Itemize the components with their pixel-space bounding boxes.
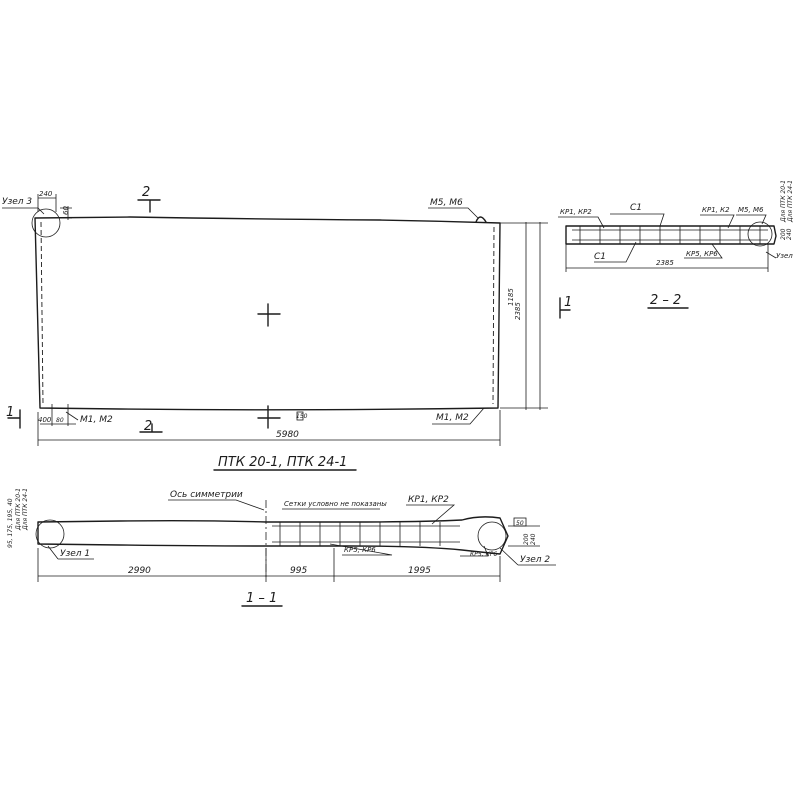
section-2-2-node-circle bbox=[747, 221, 773, 247]
section-1-1-stirrups bbox=[279, 522, 441, 546]
loops-m5-m6: М5, М6 bbox=[430, 198, 463, 208]
s11-left-note-1: Для ПТК 20-1 bbox=[15, 488, 22, 531]
s11-node1: Узел 1 bbox=[60, 549, 90, 559]
node2-circle bbox=[477, 521, 507, 551]
s22-c1-bottom: С1 bbox=[594, 252, 606, 262]
s22-dim-200: 200 bbox=[780, 228, 787, 240]
s11-mesh-note: Сетки условно не показаны bbox=[284, 500, 387, 508]
s22-dim-2385: 2385 bbox=[656, 259, 674, 267]
s22-note-2: Для ПТК 24-1 bbox=[787, 180, 794, 223]
s11-axis: Ось симметрии bbox=[170, 490, 243, 500]
s22-c1-top-leader bbox=[610, 213, 665, 227]
cut-1-right-mark bbox=[559, 297, 571, 319]
s11-kr12: КР1, КР2 bbox=[408, 495, 449, 505]
slab-outline bbox=[34, 216, 501, 411]
s22-m56-leader bbox=[736, 214, 767, 225]
dim-80: 80 bbox=[56, 417, 64, 424]
s22-c1-bottom-leader bbox=[594, 241, 637, 263]
s11-box-label: 50 bbox=[516, 520, 524, 527]
dim-400: 400 bbox=[38, 416, 52, 424]
loops-m1-m2-left: М1, М2 bbox=[80, 415, 113, 425]
loops-m5-leader bbox=[428, 207, 479, 219]
s11-dim-1995: 1995 bbox=[408, 566, 431, 576]
center-mark bbox=[257, 303, 281, 327]
dim-mid-small: 150 bbox=[296, 413, 308, 420]
s11-axis-leader bbox=[168, 499, 265, 511]
s11-dim-200: 200 bbox=[523, 533, 530, 545]
s11-left-dims: 95, 175, 195, 40 bbox=[7, 498, 14, 548]
s22-dim-line bbox=[565, 244, 769, 272]
dim-400-lines bbox=[40, 404, 76, 426]
cut-1-left-mark bbox=[7, 409, 21, 429]
section-1-1-rebar bbox=[272, 525, 460, 543]
cut-2-top: 2 bbox=[142, 185, 150, 200]
s11-node2-leader bbox=[499, 547, 556, 566]
s11-dim-240: 240 bbox=[530, 533, 537, 545]
section-2-2-stirrups bbox=[579, 226, 761, 244]
s11-kr56: КР5, КР6 bbox=[344, 546, 376, 554]
cut-2-bottom: 2 bbox=[144, 419, 152, 434]
s11-right-dim-lines bbox=[508, 525, 540, 547]
s11-dim-2990: 2990 bbox=[128, 566, 151, 576]
cut-2-bottom-mark bbox=[139, 423, 163, 433]
section-2-2: КР1, КР2 С1 КР1, К2 М5, М6 С1 КР5, КР6 2… bbox=[558, 180, 794, 309]
node3-label: Узел 3 bbox=[2, 197, 32, 207]
dim-60: 60 bbox=[62, 206, 70, 215]
s22-kr12: КР1, КР2 bbox=[560, 208, 592, 216]
slab-edge-left bbox=[40, 221, 44, 405]
s11-kr56-b-leader bbox=[460, 545, 489, 557]
dim-width-alt: 1185 bbox=[507, 288, 515, 306]
dim-240: 240 bbox=[39, 190, 53, 198]
s11-kr12-leader bbox=[406, 504, 456, 525]
section-1-1-outline bbox=[37, 516, 509, 555]
s22-kr1k2-leader bbox=[700, 214, 735, 229]
s11-title: 1 – 1 bbox=[246, 591, 277, 606]
s11-kr56-b: КР5, КР6 bbox=[470, 551, 497, 558]
lifting-loop-top bbox=[475, 216, 487, 223]
plan-view: Узел 3 240 60 2 М5, М6 2385 1185 1 1 400… bbox=[2, 185, 572, 471]
s11-dim-line bbox=[37, 548, 501, 582]
node3-circle bbox=[31, 208, 61, 238]
cut-1-right: 1 bbox=[564, 295, 572, 310]
s22-node-leader bbox=[765, 251, 777, 259]
s22-kr1k2: КР1, К2 bbox=[702, 206, 730, 214]
section-2-2-rebar bbox=[572, 229, 768, 241]
s11-kr56-leader bbox=[329, 543, 393, 556]
s22-kr56: КР5, КР6 bbox=[686, 250, 718, 258]
s11-left-note-2: Для ПТК 24-1 bbox=[22, 488, 29, 531]
cut-1-left: 1 bbox=[6, 405, 14, 420]
section-2-2-outline bbox=[565, 225, 777, 245]
s22-dim-240: 240 bbox=[786, 228, 793, 240]
slab-edge-right bbox=[492, 226, 495, 405]
plan-title: ПТК 20-1, ПТК 24-1 bbox=[218, 455, 347, 470]
dim-length-line bbox=[37, 410, 501, 446]
dim-width: 2385 bbox=[514, 302, 522, 320]
dim-length: 5980 bbox=[276, 430, 299, 440]
dim-width-lines bbox=[500, 222, 548, 410]
s22-kr56-leader bbox=[684, 243, 723, 259]
loops-m1-m2-right: М1, М2 bbox=[436, 413, 469, 423]
s22-title: 2 – 2 bbox=[650, 293, 681, 308]
section-1-1: Ось симметрии Сетки условно не показаны … bbox=[7, 488, 556, 607]
s22-kr12-leader bbox=[558, 216, 605, 229]
s11-node1-leader bbox=[47, 545, 94, 560]
s11-dim-995: 995 bbox=[290, 566, 307, 576]
s22-m56: М5, М6 bbox=[738, 206, 764, 214]
small-box bbox=[296, 411, 304, 421]
dim-60-line bbox=[60, 206, 72, 220]
cut-2-top-mark bbox=[137, 199, 161, 213]
loops-right-leader bbox=[432, 407, 485, 425]
s22-c1-top: С1 bbox=[630, 203, 642, 213]
s11-node2: Узел 2 bbox=[520, 555, 550, 565]
s22-node: Узел bbox=[776, 252, 793, 260]
s22-note-1: Для ПТК 20-1 bbox=[780, 180, 787, 223]
loops-left-leader bbox=[65, 411, 79, 421]
center-mark-bottom bbox=[257, 405, 281, 429]
dim-240-line bbox=[37, 194, 57, 212]
